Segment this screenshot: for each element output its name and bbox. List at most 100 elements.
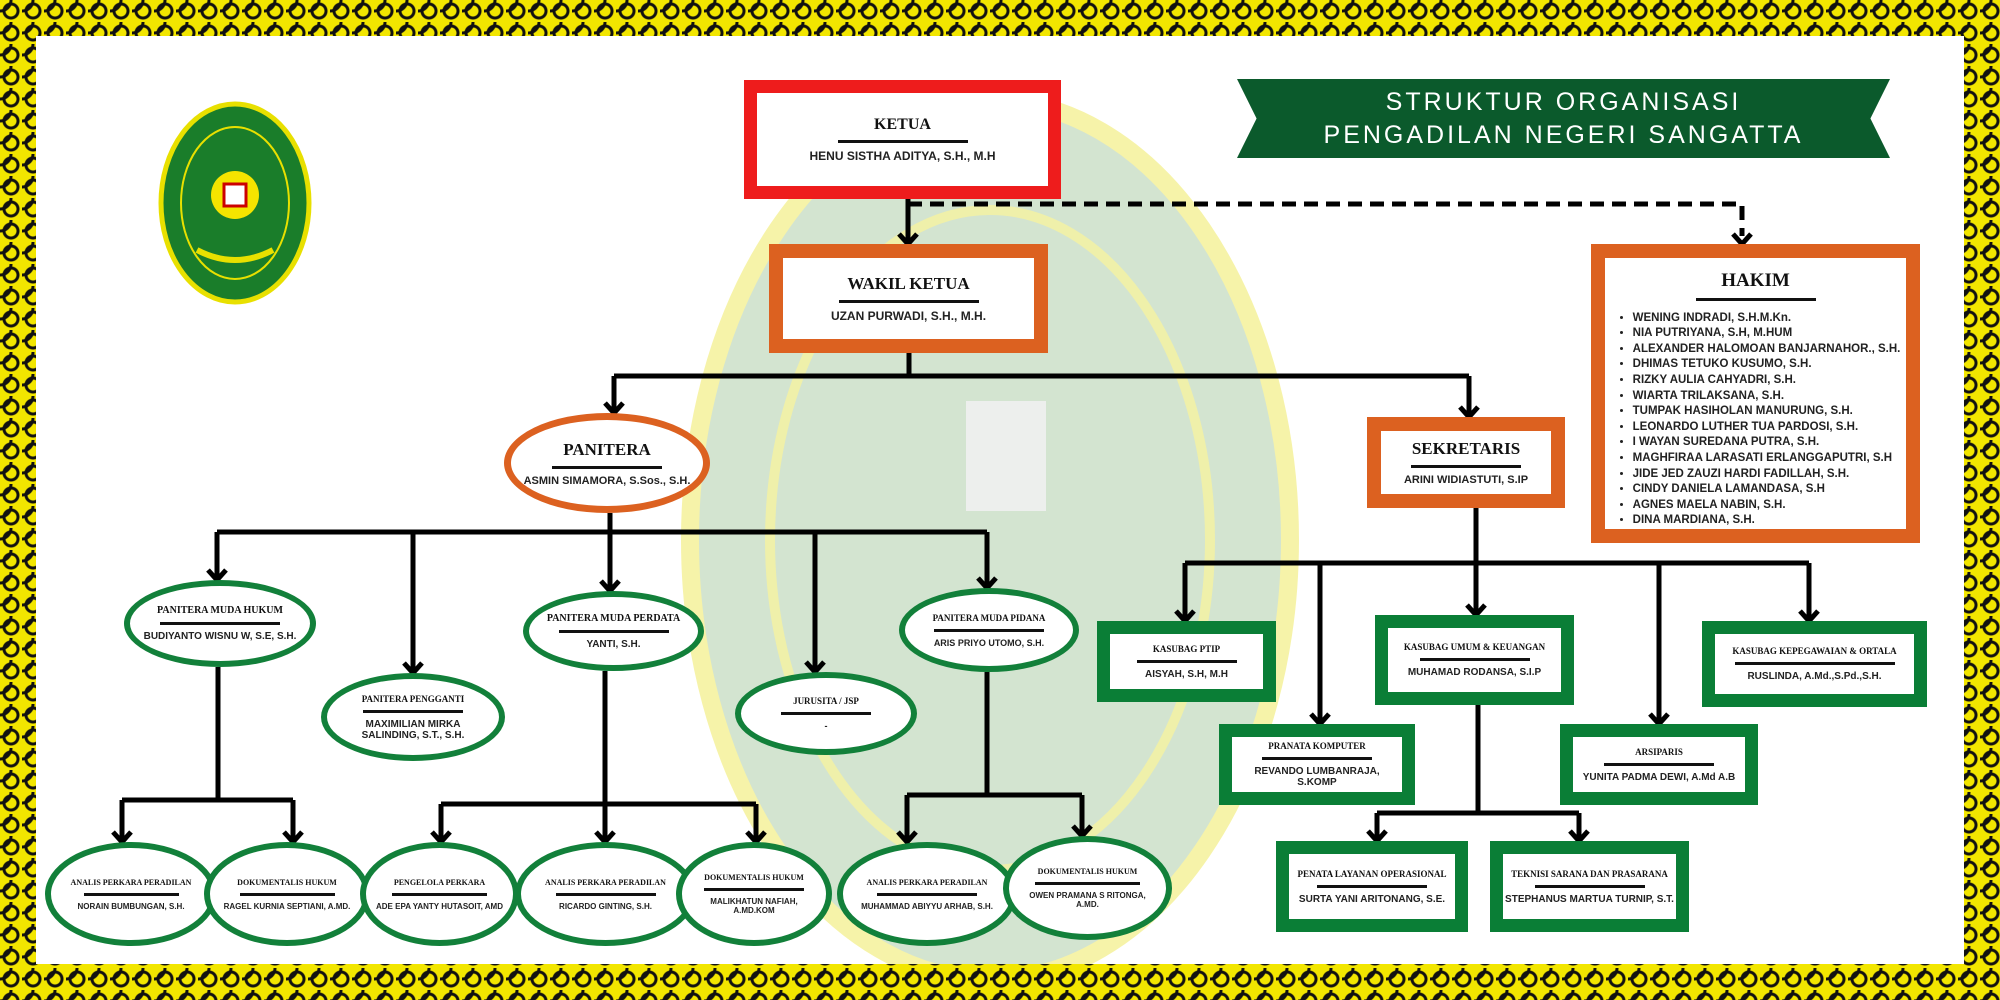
node-name: REVANDO LUMBANRAJA, S.KOMP [1254, 766, 1380, 788]
node-analis2: ANALIS PERKARA PERADILAN RICARDO GINTING… [515, 842, 696, 946]
node-teknisi: TEKNISI SARANA DAN PRASARANA STEPHANUS M… [1490, 841, 1689, 932]
node-title: PANITERA MUDA PIDANA [932, 612, 1046, 623]
divider [877, 892, 977, 896]
divider [363, 709, 463, 713]
node-name: RUSLINDA, A.Md.,S.Pd.,S.H. [1747, 671, 1882, 682]
node-pm-hukum: PANITERA MUDA HUKUM BUDIYANTO WISNU W, S… [124, 580, 316, 667]
hakim-member: DINA MARDIANA, S.H. [1633, 513, 1901, 529]
node-title: PENATA LAYANAN OPERASIONAL [1297, 868, 1447, 879]
divider [1695, 298, 1816, 301]
hakim-member: AGNES MAELA NABIN, S.H. [1633, 498, 1901, 514]
node-name: OWEN PRAMANA S RITONGA, A.MD. [1029, 891, 1146, 909]
divider [837, 140, 968, 143]
node-title: ANALIS PERKARA PERADILAN [70, 877, 192, 887]
hakim-member: JIDE JED ZAUZI HARDI FADILLAH, S.H. [1633, 467, 1901, 483]
org-chart-canvas: STRUKTUR ORGANISASI PENGADILAN NEGERI SA… [36, 36, 1964, 964]
divider [1262, 757, 1372, 760]
node-title: PRANATA KOMPUTER [1268, 741, 1366, 751]
node-kepeg: KASUBAG KEPEGAWAIAN & ORTALA RUSLINDA, A… [1702, 621, 1927, 707]
node-title: PANITERA MUDA HUKUM [157, 605, 283, 616]
node-dok3: DOKUMENTALIS HUKUM OWEN PRAMANA S RITONG… [1003, 836, 1172, 940]
node-pengganti: PANITERA PENGGANTI MAXIMILIAN MIRKA SALI… [321, 673, 505, 761]
node-arsiparis: ARSIPARIS YUNITA PADMA DEWI, A.Md A.B [1560, 724, 1758, 805]
divider [392, 892, 487, 896]
node-title: ARSIPARIS [1635, 746, 1683, 757]
node-name: MUHAMAD RODANSA, S.I.P [1407, 667, 1542, 678]
node-title: DOKUMENTALIS HUKUM [237, 877, 337, 887]
hakim-member: RIZKY AULIA CAHYADRI, S.H. [1633, 373, 1901, 389]
node-name: - [824, 721, 828, 731]
node-name: HENU SISTHA ADITYA, S.H., M.H [809, 149, 996, 163]
node-name: AISYAH, S.H, M.H [1145, 668, 1228, 680]
node-title: SEKRETARIS [1411, 439, 1521, 458]
node-name: MUHAMMAD ABIYYU ARHAB, S.H. [861, 901, 993, 911]
hakim-member: WIARTA TRILAKSANA, S.H. [1633, 389, 1901, 405]
node-title: ANALIS PERKARA PERADILAN [866, 877, 988, 887]
node-title: PANITERA PENGGANTI [361, 693, 465, 704]
title-line-1: STRUKTUR ORGANISASI [1385, 87, 1742, 116]
node-pm-perdata: PANITERA MUDA PERDATA YANTI, S.H. [523, 591, 704, 671]
node-umum: KASUBAG UMUM & KEUANGAN MUHAMAD RODANSA,… [1375, 615, 1574, 705]
node-name: RAGEL KURNIA SEPTIANI, A.MD. [223, 901, 351, 911]
node-title: PANITERA MUDA PERDATA [546, 612, 681, 624]
hakim-member: MAGHFIRAA LARASATI ERLANGGAPUTRI, S.H [1633, 451, 1901, 467]
hakim-member: LEONARDO LUTHER TUA PARDOSI, S.H. [1633, 420, 1901, 436]
node-title: HAKIM [1721, 270, 1790, 291]
node-name: RICARDO GINTING, S.H. [559, 901, 652, 911]
node-jurusita: JURUSITA / JSP - [735, 672, 917, 755]
divider [1035, 882, 1140, 885]
divider [838, 300, 979, 303]
node-penata: PENATA LAYANAN OPERASIONAL SURTA YANI AR… [1276, 841, 1468, 932]
node-ketua: KETUA HENU SISTHA ADITYA, S.H., M.H [744, 80, 1061, 199]
hakim-member: ALEXANDER HALOMOAN BANJARNAHOR., S.H. [1633, 342, 1901, 358]
title-banner: STRUKTUR ORGANISASI PENGADILAN NEGERI SA… [1237, 79, 1890, 158]
node-name: UZAN PURWADI, S.H., M.H. [830, 309, 987, 323]
divider [1604, 762, 1714, 766]
node-title: ANALIS PERKARA PERADILAN [545, 877, 666, 887]
node-title: PENGELOLA PERKARA [393, 877, 486, 887]
arrowhead-icon [896, 830, 918, 846]
node-dok1: DOKUMENTALIS HUKUM RAGEL KURNIA SEPTIANI… [204, 842, 370, 946]
divider [1419, 658, 1530, 661]
divider [934, 628, 1044, 632]
divider [239, 892, 335, 896]
node-title: DOKUMENTALIS HUKUM [704, 873, 804, 882]
dashed-connector [908, 201, 1745, 236]
node-analis3: ANALIS PERKARA PERADILAN MUHAMMAD ABIYYU… [837, 842, 1017, 946]
node-panitera: PANITERA ASMIN SIMAMORA, S.Sos., S.H. [504, 413, 710, 513]
hakim-list: WENING INDRADI, S.H.M.Kn.NIA PUTRIYANA, … [1611, 311, 1901, 529]
divider [160, 622, 280, 625]
node-name: STEPHANUS MARTUA TURNIP, S.T. [1505, 893, 1674, 905]
divider [83, 892, 179, 896]
divider [558, 629, 669, 633]
hakim-member: NIA PUTRIYANA, S.H, M.HUM [1633, 326, 1901, 342]
node-pm-pidana: PANITERA MUDA PIDANA ARIS PRIYO UTOMO, S… [899, 588, 1079, 672]
node-hakim: HAKIM WENING INDRADI, S.H.M.Kn.NIA PUTRI… [1591, 244, 1920, 543]
node-name: ADE EPA YANTY HUTASOIT, AMD [376, 901, 503, 911]
node-title: KASUBAG KEPEGAWAIAN & ORTALA [1732, 646, 1897, 656]
divider [555, 892, 656, 896]
node-title: TEKNISI SARANA DAN PRASARANA [1511, 868, 1668, 879]
divider [1136, 659, 1237, 663]
node-title: KASUBAG PTIP [1152, 643, 1221, 654]
node-name: YANTI, S.H. [586, 638, 641, 650]
node-name: ARINI WIDIASTUTI, S.IP [1403, 474, 1529, 486]
node-pengelola: PENGELOLA PERKARA ADE EPA YANTY HUTASOIT… [360, 842, 519, 946]
divider [1534, 884, 1645, 888]
divider [1317, 884, 1427, 888]
node-name: SURTA YANI ARITONANG, S.E. [1298, 893, 1446, 905]
node-ptip: KASUBAG PTIP AISYAH, S.H, M.H [1097, 621, 1276, 702]
hakim-member: WENING INDRADI, S.H.M.Kn. [1633, 311, 1901, 327]
node-name: BUDIYANTO WISNU W, S.E, S.H. [143, 631, 297, 642]
connector-lines [111, 199, 1820, 846]
hakim-member: TUMPAK HASIHOLAN MANURUNG, S.H. [1633, 404, 1901, 420]
divider [704, 888, 804, 891]
node-title: JURUSITA / JSP [793, 696, 859, 706]
node-name: MALIKHATUN NAFIAH, A.MD.KOM [710, 897, 798, 915]
divider [781, 712, 871, 715]
divider [1411, 465, 1521, 468]
node-title: KASUBAG UMUM & KEUANGAN [1403, 642, 1546, 652]
node-pranata: PRANATA KOMPUTER REVANDO LUMBANRAJA, S.K… [1219, 724, 1415, 805]
node-name: ARIS PRIYO UTOMO, S.H. [933, 637, 1045, 648]
node-name: NORAIN BUMBUNGAN, S.H. [77, 901, 185, 911]
